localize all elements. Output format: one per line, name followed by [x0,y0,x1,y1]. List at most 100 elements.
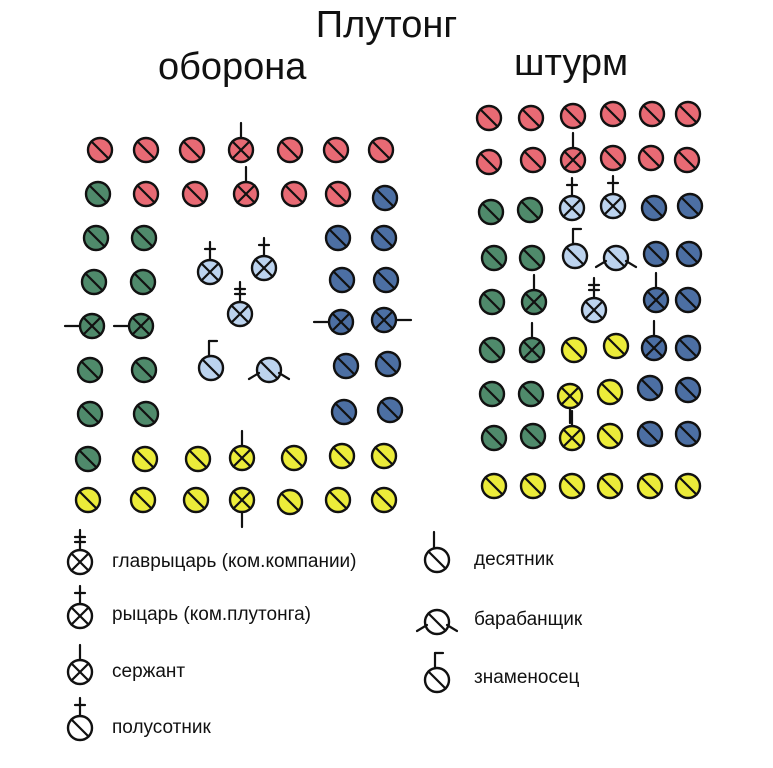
assault-soldier-light-blue [594,244,638,272]
assault-soldier-blue [674,286,702,314]
defense-soldier-blue [370,306,413,334]
sergeant-icon [66,643,94,686]
assault-soldier-red [475,148,503,176]
assault-soldier-green [478,336,506,364]
defense-soldier-blue [372,266,400,294]
defense-soldier-light-blue [196,240,224,286]
legend-label-standard-bearer: знаменосец [474,667,580,688]
legend-label-drummer: барабанщик [474,609,583,630]
defense-soldier-yellow [370,486,398,514]
defense-soldier-red [178,136,206,164]
defense-soldier-yellow [182,486,210,514]
assault-soldier-green [477,198,505,226]
assault-formation-title: штурм [514,42,629,84]
assault-soldier-light-blue [599,174,627,220]
defense-soldier-blue [376,396,404,424]
assault-soldier-blue [640,319,668,362]
half-centurion-icon [66,696,94,742]
defense-soldier-red [276,136,304,164]
defense-soldier-green [82,224,110,252]
defense-soldier-light-blue [226,280,254,328]
assault-soldier-yellow [636,472,664,500]
legend-label-head-knight: главрыцарь (ком.компании) [112,551,357,572]
assault-soldier-red [673,146,701,174]
assault-soldier-light-blue [558,176,586,222]
assault-soldier-blue [674,376,702,404]
defense-soldier-yellow [129,486,157,514]
assault-soldier-red [475,104,503,132]
defense-soldier-green [112,312,155,340]
assault-soldier-blue [674,334,702,362]
defense-soldier-green [130,224,158,252]
defense-soldier-blue [332,352,360,380]
assault-soldier-green [480,424,508,452]
assault-soldier-yellow [519,472,547,500]
assault-soldier-blue [676,192,704,220]
assault-soldier-red [519,146,547,174]
assault-soldier-blue [675,240,703,268]
assault-soldier-green [519,422,547,450]
assault-soldier-yellow [480,472,508,500]
defense-soldier-blue [370,224,398,252]
assault-soldier-blue [636,420,664,448]
assault-soldier-green [517,380,545,408]
assault-soldier-red [517,104,545,132]
legend-label-decurion: десятник [474,549,554,570]
assault-soldier-yellow [674,472,702,500]
defense-soldier-red [227,121,255,164]
assault-soldier-green [518,244,546,272]
assault-soldier-red [599,100,627,128]
assault-soldier-blue [636,374,664,402]
defense-formation-title: оборона [158,46,307,88]
page-title: Плутонг [315,4,458,46]
defense-soldier-green [129,268,157,296]
defense-soldier-yellow [228,486,256,529]
defense-soldier-light-blue [250,236,278,282]
assault-soldier-yellow [596,378,624,406]
assault-soldier-yellow [558,409,586,452]
assault-soldier-red [674,100,702,128]
assault-soldier-yellow [560,336,588,364]
assault-soldier-light-blue [561,227,589,270]
defense-soldier-blue [312,308,355,336]
drummer-icon [415,608,459,636]
defense-soldier-green [132,400,160,428]
defense-soldier-green [63,312,106,340]
defense-soldier-yellow [328,442,356,470]
defense-formation [63,121,413,529]
defense-soldier-light-blue [247,356,291,384]
legend-label-sergeant: сержант [112,661,186,682]
assault-soldier-red [637,144,665,172]
defense-soldier-red [324,180,352,208]
assault-soldier-blue [640,194,668,222]
assault-soldier-green [520,273,548,316]
defense-soldier-yellow [370,442,398,470]
defense-soldier-yellow [324,486,352,514]
assault-soldier-light-blue [580,276,608,324]
head-knight-icon [66,528,94,576]
assault-soldier-green [478,380,506,408]
defense-soldier-yellow [228,429,256,472]
assault-soldier-green [518,321,546,364]
defense-soldier-yellow [131,445,159,473]
assault-soldier-green [480,244,508,272]
standard-bearer-icon [423,651,451,694]
defense-soldier-green [80,268,108,296]
defense-soldier-green [76,400,104,428]
assault-soldier-red [559,131,587,174]
assault-soldier-yellow [558,472,586,500]
defense-soldier-red [181,180,209,208]
defense-soldier-red [232,165,260,208]
assault-soldier-blue [674,420,702,448]
defense-soldier-blue [330,398,358,426]
assault-soldier-blue [642,240,670,268]
defense-soldier-yellow [74,486,102,514]
defense-soldier-red [322,136,350,164]
defense-soldier-red [132,136,160,164]
defense-soldier-yellow [280,444,308,472]
defense-soldier-green [130,356,158,384]
assault-soldier-red [559,102,587,130]
defense-soldier-blue [324,224,352,252]
defense-soldier-blue [371,184,399,212]
